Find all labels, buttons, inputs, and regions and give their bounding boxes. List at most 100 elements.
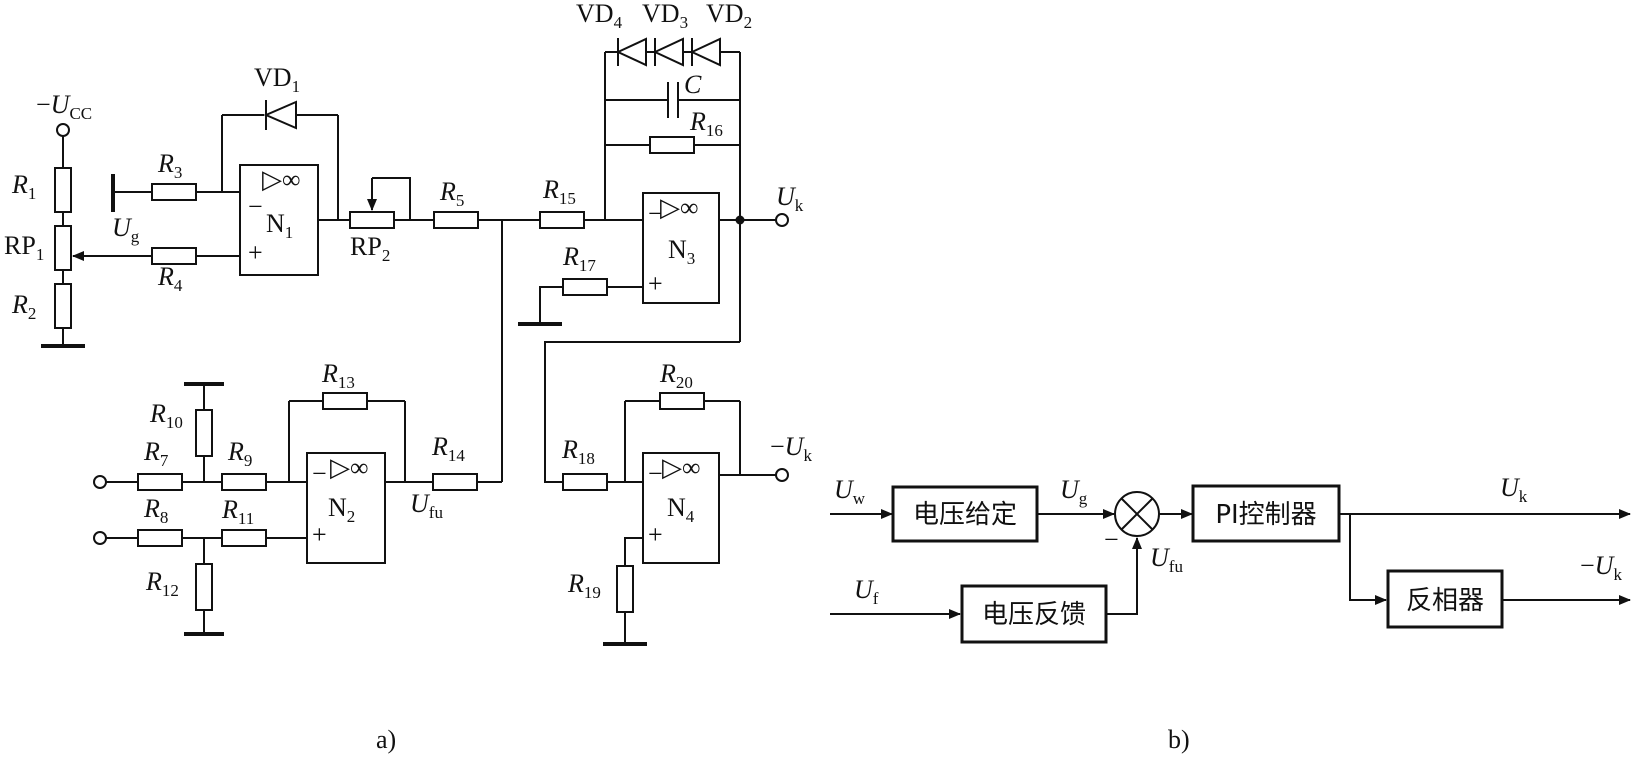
r10-label: R10: [149, 399, 183, 432]
r19-label: R19: [567, 569, 601, 602]
r2-label: R2: [11, 290, 36, 323]
n3-minus-sign: −: [648, 199, 663, 228]
vd4-label: VD4: [576, 0, 623, 32]
neg-uk-label-b: −Uk: [1580, 551, 1622, 584]
n2-plus-sign: +: [312, 520, 327, 549]
r18-body: [562, 473, 608, 491]
rp1-label: RP1: [4, 231, 44, 264]
r8-body: [137, 529, 183, 547]
n2-opamp-box: [306, 452, 386, 564]
n3-stage: [518, 37, 789, 342]
vd3-label: VD3: [642, 0, 688, 32]
circuit-a-labels: −UCC Ug Ufu Uk −Uk C N1 N2 N3 N4 R1 R2 R…: [4, 0, 812, 602]
r11-label: R11: [221, 495, 254, 528]
n2-minus-sign: −: [312, 459, 327, 488]
r1-label: R1: [11, 170, 36, 203]
vd2-label: VD2: [706, 0, 752, 32]
voltage-feedback-label: 电压反馈: [982, 600, 1086, 630]
vd4-diode: [615, 37, 647, 67]
r13-label: R13: [321, 359, 355, 392]
r5-body: [433, 211, 479, 229]
n4-infinity-symbol: ▷∞: [662, 453, 701, 482]
n3-plus-sign: +: [648, 269, 663, 298]
rp2-label: RP2: [350, 232, 390, 265]
r14-label: R14: [431, 432, 465, 465]
caption-b: b): [1168, 725, 1190, 754]
summing-minus-sign: −: [1104, 525, 1119, 554]
uw-label: Uw: [834, 475, 866, 508]
supply-label: −UCC: [36, 90, 92, 123]
n3-opamp-box: [642, 192, 720, 304]
n3-name: N3: [668, 235, 695, 268]
caption-a: a): [376, 725, 396, 754]
pi-controller-label: PI控制器: [1215, 500, 1316, 530]
n4-minus-sign: −: [648, 459, 663, 488]
r15-label: R15: [542, 175, 576, 208]
r9-body: [221, 473, 267, 491]
n3-infinity-symbol: ▷∞: [660, 193, 699, 222]
r12-label: R12: [145, 567, 179, 600]
r18-label: R18: [561, 435, 595, 468]
r3-body: [151, 183, 197, 201]
neg-uk-terminal: [775, 468, 789, 482]
ufu-label-b: Ufu: [1150, 543, 1183, 576]
r14-body: [432, 473, 478, 491]
inverter-label: 反相器: [1406, 586, 1484, 616]
pi-controller-block: [1191, 484, 1341, 543]
r4-label: R4: [157, 262, 183, 295]
voltage-setpoint-label: 电压给定: [913, 500, 1017, 530]
voltage-divider: [41, 123, 190, 348]
n4-name: N4: [667, 493, 695, 526]
n4-stage: [544, 341, 789, 646]
r2-body: [54, 283, 72, 329]
ufu-label: Ufu: [410, 489, 443, 522]
r12-body: [195, 563, 213, 611]
r11-body: [221, 529, 267, 547]
r10-body: [195, 409, 213, 457]
r7-body: [137, 473, 183, 491]
r19-body: [616, 565, 634, 613]
uf-label: Uf: [854, 575, 879, 608]
n4-opamp-box: [642, 452, 720, 564]
n4-plus-sign: +: [648, 520, 663, 549]
supply-terminal: [56, 123, 70, 137]
r5-label: R5: [439, 177, 464, 210]
r9-label: R9: [227, 437, 252, 470]
n1-infinity-symbol: ▷∞: [262, 165, 301, 194]
r15-body: [539, 211, 585, 229]
n1-minus-sign: −: [248, 192, 263, 221]
ug-label-b: Ug: [1060, 475, 1088, 508]
input-terminal-2: [93, 531, 107, 545]
r17-label: R17: [562, 242, 596, 275]
n1-name: N1: [266, 209, 293, 242]
r16-body: [649, 136, 695, 154]
r13-body: [322, 392, 368, 410]
n1-plus-sign: +: [248, 238, 263, 267]
block-diagram-b: 电压给定 − PI控制器 反相器 电压反馈 Uw Ug Ufu Uf Uk −U…: [830, 473, 1631, 754]
vd1-diode: [263, 100, 297, 130]
r8-label: R8: [143, 494, 168, 527]
r20-label: R20: [659, 359, 693, 392]
uk-label: Uk: [776, 182, 804, 215]
vd1-label: VD1: [254, 63, 300, 96]
rp1-body: [54, 225, 72, 271]
capacitor-label: C: [684, 70, 702, 99]
r1-body: [54, 167, 72, 213]
n2-infinity-symbol: ▷∞: [330, 453, 369, 482]
circuit-a: ▷∞ − + ▷∞ − + ▷∞ − + ▷∞ − + −UCC Ug Ufu …: [4, 0, 812, 754]
n2-stage: [93, 382, 502, 636]
r20-body: [659, 392, 705, 410]
rp2-body: [349, 211, 395, 229]
r3-label: R3: [157, 149, 182, 182]
n2-name: N2: [328, 493, 355, 526]
uk-terminal: [775, 213, 789, 227]
neg-uk-label: −Uk: [770, 432, 812, 465]
vd2-diode: [689, 37, 721, 67]
ug-label: Ug: [112, 213, 140, 246]
r7-label: R7: [143, 437, 169, 470]
opamp-symbols: ▷∞ − + ▷∞ − + ▷∞ − + ▷∞ − +: [248, 165, 701, 549]
r17-body: [562, 278, 608, 296]
input-terminal-1: [93, 475, 107, 489]
